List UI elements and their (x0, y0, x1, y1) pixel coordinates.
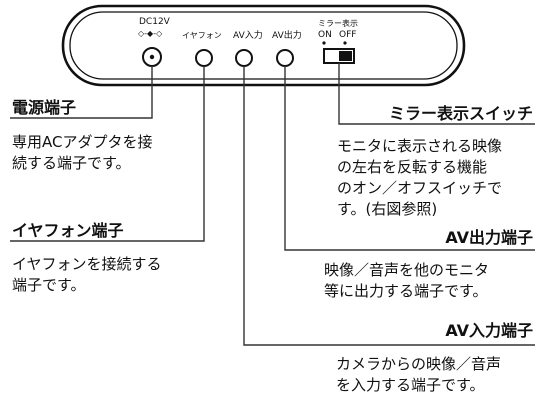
av-in-terminal-desc: カメラからの映像／音声 を入力する端子です。 (336, 355, 502, 394)
power-terminal-desc: 専用ACアダプタを接 続する端子です。 (12, 133, 153, 172)
av-in-jack[interactable] (235, 49, 253, 67)
device-body-inner (69, 11, 458, 80)
dc-polarity-icon: ◇-◆-◇ (138, 29, 163, 38)
mirror-switch-label: ミラー表示 (318, 18, 358, 28)
mirror-switch-desc: モニタに表示される映像 の左右を反転する機能 のオン／オフスイッチで す。(右図… (337, 137, 503, 218)
earphone-port-label: イヤフォン (182, 31, 222, 40)
dc-power-jack-pin (149, 54, 155, 60)
leader-earphone (10, 66, 205, 242)
mirror-switch-knob (339, 51, 352, 61)
av-in-port-label: AV入力 (233, 29, 263, 41)
power-terminal-title: 電源端子 (12, 98, 77, 117)
mirror-on-dot (322, 41, 326, 45)
mirror-off-dot (343, 41, 347, 45)
earphone-jack[interactable] (195, 49, 213, 67)
mirror-on-label: ON (318, 30, 332, 40)
leader-lines (10, 63, 535, 346)
mirror-switch-title: ミラー表示スイッチ (388, 104, 533, 123)
av-out-terminal-title: AV出力端子 (445, 228, 533, 247)
leader-av-out (284, 66, 535, 251)
earphone-terminal-title: イヤフォン端子 (12, 221, 124, 240)
mirror-off-label: OFF (339, 30, 356, 40)
leader-av-in (243, 66, 535, 346)
av-out-port-label: AV出力 (272, 29, 302, 41)
av-in-terminal-title: AV入力端子 (445, 321, 533, 340)
av-out-terminal-desc: 映像／音声を他のモニタ 等に出力する端子です。 (324, 261, 490, 300)
dc-label: DC12V (139, 17, 171, 27)
earphone-terminal-desc: イヤフォンを接続する 端子です。 (12, 255, 162, 294)
av-out-jack[interactable] (276, 49, 294, 67)
leader-mirror (338, 63, 535, 125)
device-body-outer (61, 4, 466, 87)
leader-power (10, 66, 153, 119)
